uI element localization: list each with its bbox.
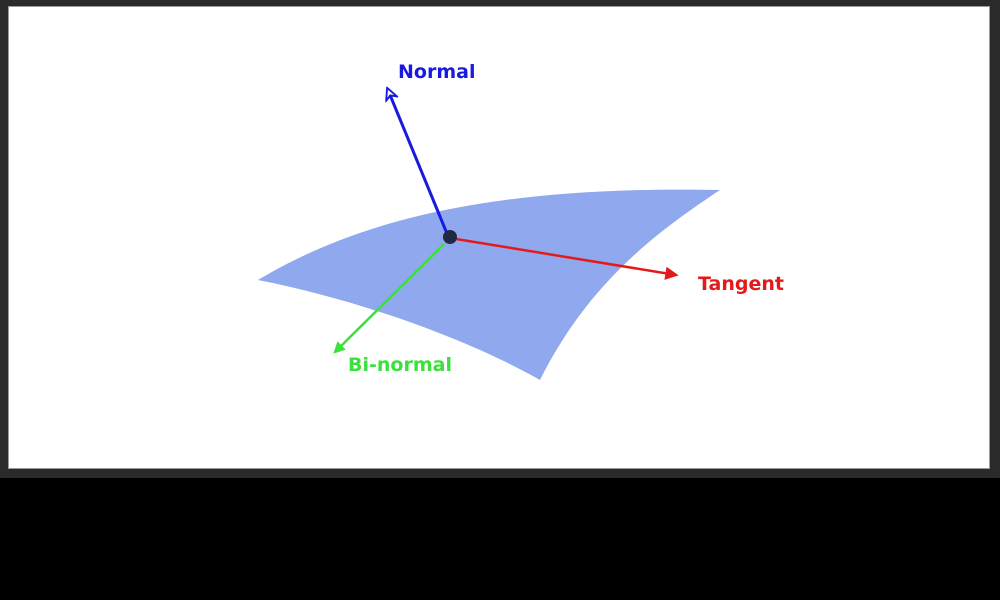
binormal-label: Bi-normal bbox=[348, 354, 452, 376]
tangent-label: Tangent bbox=[698, 273, 784, 295]
normal-label: Normal bbox=[398, 61, 475, 83]
bottom-band bbox=[0, 478, 1000, 600]
surface-patch bbox=[258, 189, 720, 380]
normal-vector bbox=[388, 90, 450, 237]
tangent-vector bbox=[449, 236, 679, 280]
surface-point bbox=[443, 230, 457, 244]
binormal-vector bbox=[333, 243, 445, 354]
